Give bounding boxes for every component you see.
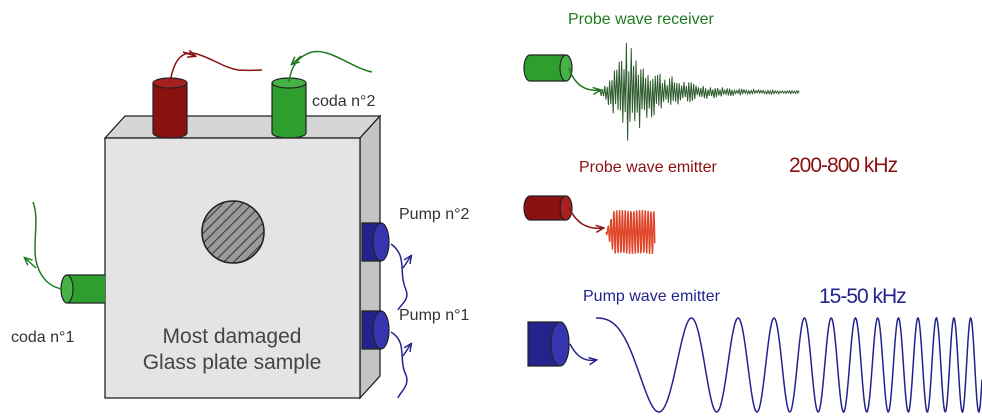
plate-front-face xyxy=(104,137,361,399)
coda2-label: coda n°2 xyxy=(312,93,375,110)
probe-receiver-cable xyxy=(568,67,600,90)
green-transducer-icon xyxy=(271,77,307,139)
plate-top-face xyxy=(103,115,382,139)
coda1-cable xyxy=(32,201,63,290)
probe-emitter-label: Probe wave emitter xyxy=(579,159,718,176)
probe-emitter-arrow xyxy=(182,52,195,56)
coda-signal-waveform xyxy=(599,42,800,141)
damage-zone-icon xyxy=(201,200,265,264)
probe-frequency-label: 200-800 kHz xyxy=(789,154,898,177)
probe-burst-waveform xyxy=(605,209,656,255)
pump2-cable xyxy=(390,243,408,311)
pump1-arrow xyxy=(402,344,411,357)
coda2-arrow xyxy=(292,55,302,64)
pump-emitter-cable xyxy=(569,343,596,360)
green-transducer-icon xyxy=(60,274,105,304)
pump1-label: Pump n°1 xyxy=(399,307,470,324)
pump1-cable xyxy=(390,331,408,399)
glass-plate: Most damaged Glass plate sample xyxy=(103,114,382,400)
pump-emitter-label: Pump wave emitter xyxy=(583,288,721,305)
blue-transducer-icon xyxy=(361,310,390,350)
coda1-arrow xyxy=(25,258,37,269)
green-transducer-icon xyxy=(523,54,573,82)
coda1-label: coda n°1 xyxy=(11,329,74,346)
red-transducer-icon xyxy=(523,195,573,221)
pump-frequency-label: 15-50 kHz xyxy=(819,285,906,308)
probe-emitter-cable-right xyxy=(568,207,603,228)
pump-chirp-waveform xyxy=(596,316,982,414)
pump2-arrow xyxy=(402,256,411,269)
sample-label-line2: Glass plate sample xyxy=(143,351,322,374)
red-transducer-icon xyxy=(152,77,188,139)
pump2-label: Pump n°2 xyxy=(399,206,470,223)
blue-transducer-icon xyxy=(361,222,390,262)
blue-transducer-icon xyxy=(527,321,570,367)
probe-receiver-label: Probe wave receiver xyxy=(568,11,715,28)
sample-label-line1: Most damaged xyxy=(163,325,302,348)
probe-emitter-cable xyxy=(169,52,263,83)
coda2-cable xyxy=(288,50,373,83)
